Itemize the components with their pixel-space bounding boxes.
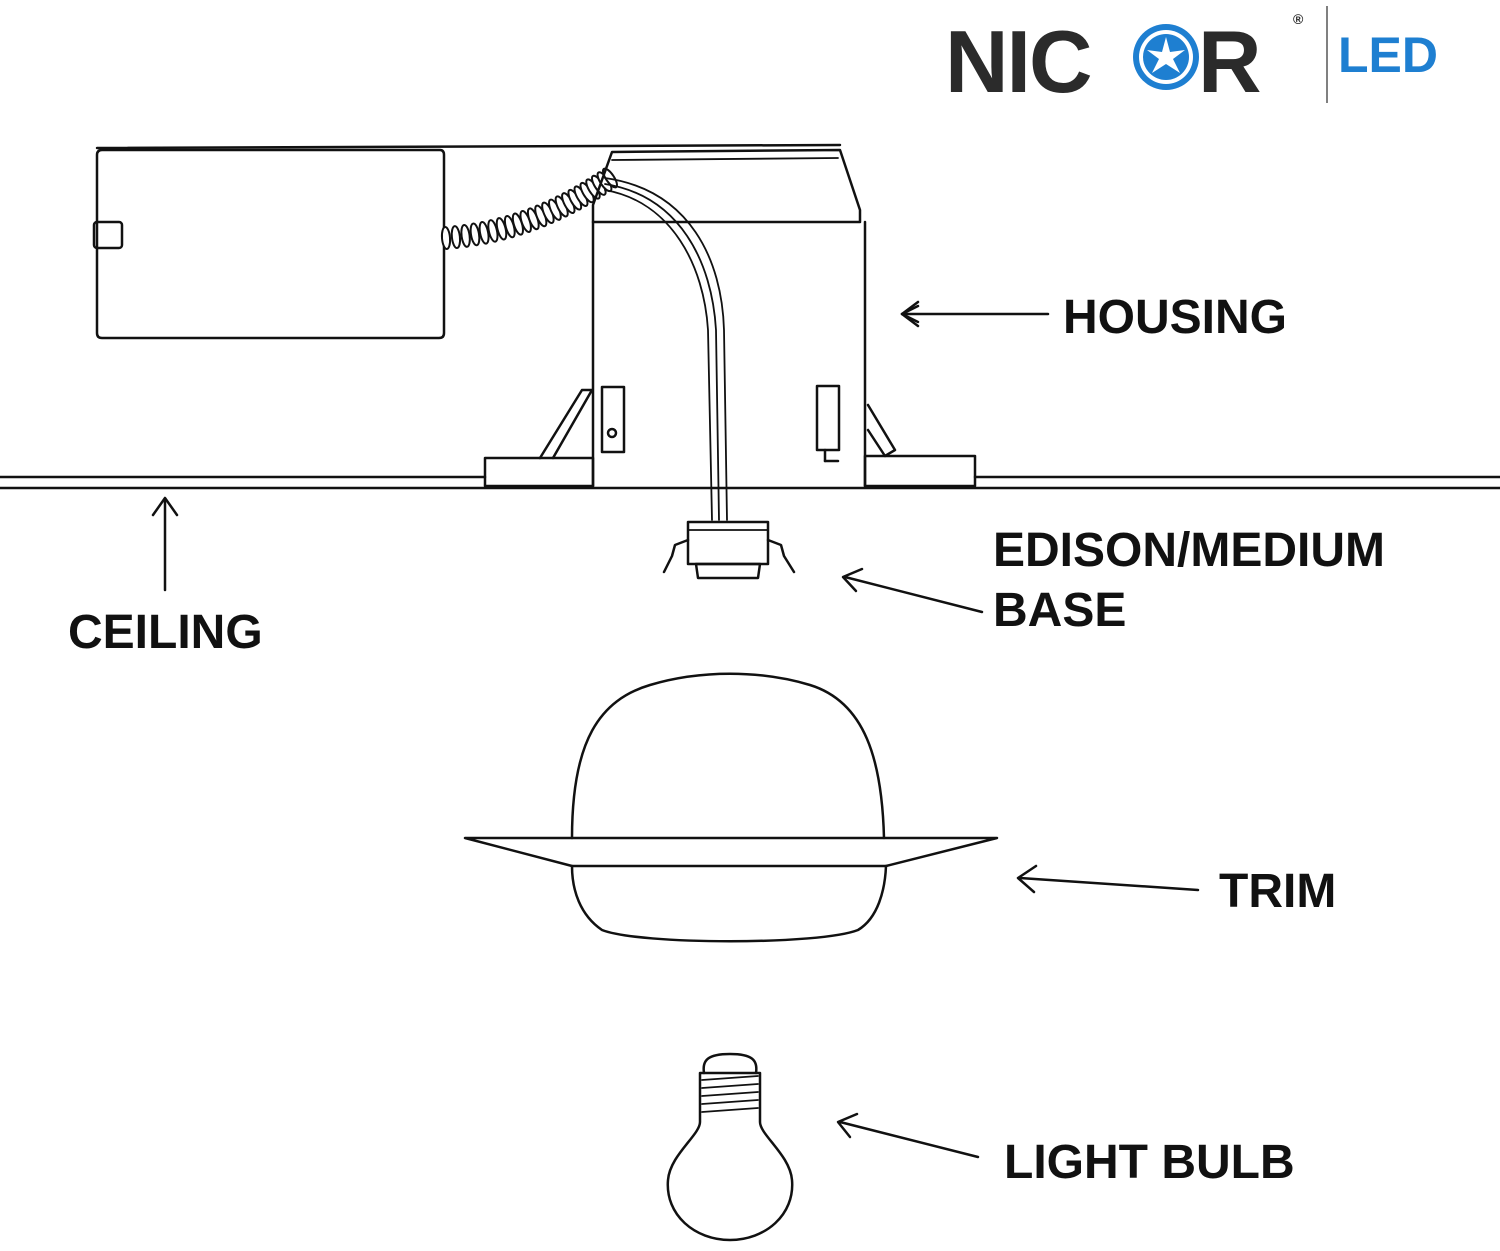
logo-product: LED — [1338, 27, 1438, 83]
edison-label-line2: BASE — [993, 584, 1126, 637]
callout-arrows — [151, 300, 1200, 1159]
conduit-coil — [469, 222, 481, 247]
flex-conduit — [440, 167, 618, 250]
housing-label: HOUSING — [1063, 291, 1287, 344]
trim-label: TRIM — [1219, 865, 1336, 918]
edison-arrow — [843, 575, 984, 614]
junction-box — [92, 143, 842, 340]
logo-brand-right: R — [1198, 12, 1262, 111]
trim — [463, 672, 999, 943]
conduit-coil — [450, 225, 462, 250]
conduit-coil — [460, 223, 471, 248]
ceiling-label: CEILING — [68, 606, 263, 659]
nicor-led-logo: NIC R ® LED — [945, 6, 1438, 111]
logo-star-icon — [1133, 24, 1199, 90]
conduit-coil — [440, 226, 452, 250]
conduit-coil — [478, 220, 490, 245]
bulb-arrow — [838, 1120, 980, 1159]
edison-label-line1: EDISON/MEDIUM — [993, 524, 1385, 577]
edison-socket — [662, 520, 796, 580]
ceiling-line — [0, 475, 1500, 490]
trim-arrow — [1018, 876, 1200, 892]
light-bulb-label: LIGHT BULB — [1004, 1136, 1295, 1189]
logo-registered-mark: ® — [1293, 11, 1304, 27]
housing-can — [483, 148, 977, 488]
light-bulb — [666, 1052, 794, 1242]
logo-brand-left: NIC — [945, 12, 1091, 111]
socket-wires — [604, 177, 728, 521]
